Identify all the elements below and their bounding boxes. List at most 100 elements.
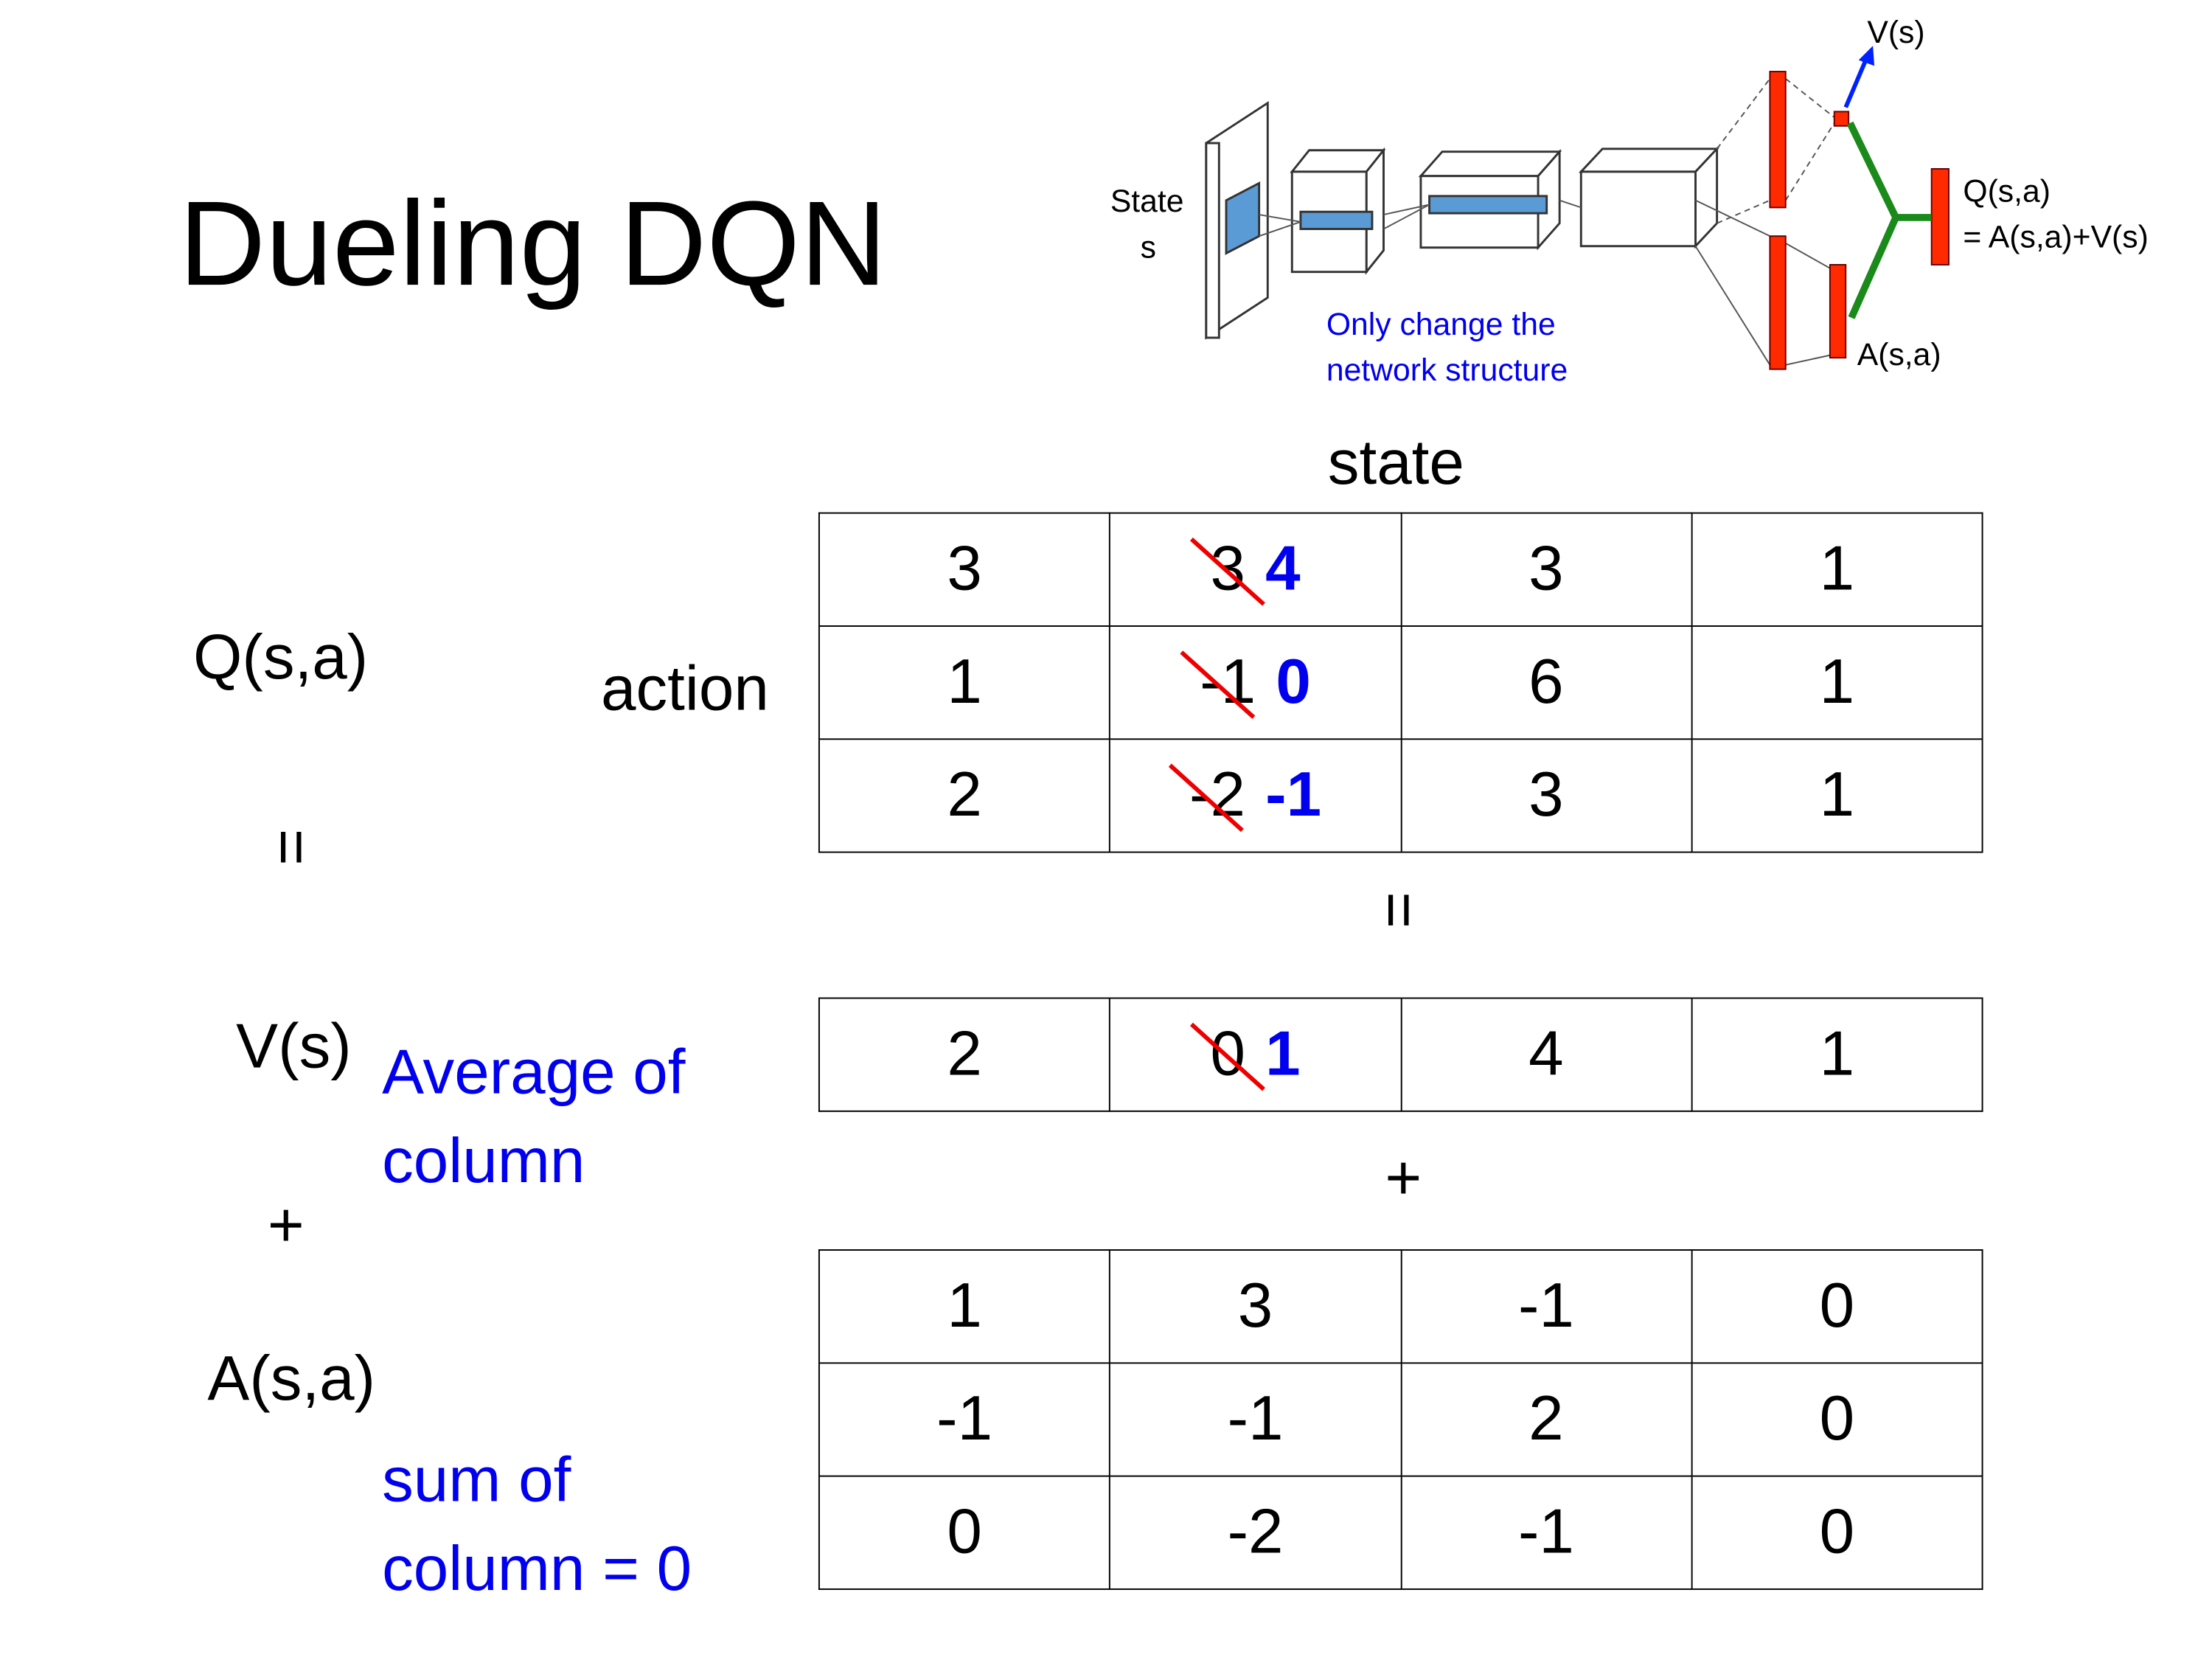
cell-value: 3: [1528, 533, 1564, 604]
table-cell: 1: [1691, 997, 1983, 1112]
cell-value: -1: [1227, 1383, 1284, 1454]
sum-note-line2: column = 0: [382, 1534, 692, 1605]
sum-note-line1: sum of: [382, 1445, 571, 1515]
crossed-out-value: -1: [1200, 647, 1256, 718]
cell-value: 4: [1528, 1018, 1564, 1089]
table-cell: 1: [1691, 738, 1983, 853]
average-note-line1: Average of: [382, 1037, 686, 1108]
cell-value: 1: [947, 647, 982, 718]
cell-value: 3: [1528, 760, 1564, 830]
cell-value: 1: [1819, 1018, 1855, 1089]
cell-value: -1: [1517, 1496, 1574, 1567]
table-cell: -1 0: [1109, 625, 1402, 740]
table-cell: -2: [1109, 1475, 1402, 1590]
q-output: [1930, 168, 1950, 265]
table-cell: -1: [1399, 1475, 1693, 1590]
table-cell: 4: [1399, 997, 1693, 1112]
slide-title: Dueling DQN: [178, 176, 887, 311]
cell-value: 1: [1819, 647, 1855, 718]
aggregation-lines: [1846, 121, 1932, 319]
crossed-out-value: 3: [1210, 533, 1245, 604]
table-cell: 2: [818, 997, 1111, 1112]
cell-value: -2: [1227, 1496, 1284, 1567]
a-table: 1 3 -1 0 -1 -1 2 0 0 -2 -1 0: [818, 1249, 1983, 1590]
cell-value: 0: [1819, 1271, 1855, 1341]
dueling-network-diagram: State s V(s) Q(s,a) = A(s,a)+V(s) A(s,a)…: [1110, 15, 2149, 388]
table-cell: 1: [818, 625, 1111, 740]
action-axis-label: action: [601, 653, 769, 724]
table-cell: 0: [1691, 1475, 1983, 1590]
table-cell: -1: [818, 1362, 1111, 1477]
plus-sign-center: +: [1385, 1143, 1422, 1214]
table-row: 1 -1 0 6 1: [818, 625, 1983, 740]
conv-layer-3: [1579, 170, 1697, 248]
cell-value: 3: [947, 533, 982, 604]
table-cell: 0: [1691, 1249, 1983, 1364]
cell-value: -1: [1517, 1271, 1574, 1341]
cell-value: 6: [1528, 647, 1564, 718]
table-cell: 1: [1691, 512, 1983, 627]
table-cell: 3: [1399, 512, 1693, 627]
updated-value: -1: [1265, 760, 1322, 830]
state-axis-label: state: [1327, 428, 1464, 499]
a-label: A(s,a): [1857, 337, 1941, 372]
a-row-label: A(s,a): [207, 1344, 376, 1414]
q-row-label: Q(s,a): [192, 622, 369, 693]
note-line1: Only change the: [1326, 307, 1556, 342]
v-label: V(s): [1867, 15, 1924, 50]
v-row-label: V(s): [236, 1011, 352, 1083]
crossed-out-value: -2: [1189, 760, 1245, 830]
updated-value: 1: [1265, 1018, 1301, 1089]
equals-sign-center: =: [1363, 892, 1434, 929]
equals-sign-left: =: [256, 828, 327, 866]
table-cell: 0: [818, 1475, 1111, 1590]
cell-value: 1: [947, 1271, 982, 1341]
table-cell: 0: [1691, 1362, 1983, 1477]
cell-value: 1: [1819, 760, 1855, 830]
updated-value: 4: [1265, 533, 1301, 604]
table-cell: 3: [1109, 1249, 1402, 1364]
cell-value: 0: [1819, 1383, 1855, 1454]
table-cell: -1: [1399, 1249, 1693, 1364]
table-cell: 3: [1399, 738, 1693, 853]
cell-value: -1: [936, 1383, 993, 1454]
table-cell: 1: [1691, 625, 1983, 740]
advantage-output: [1829, 264, 1847, 359]
cell-value: 1: [1819, 533, 1855, 604]
value-output: [1833, 111, 1850, 127]
q-label: Q(s,a): [1963, 174, 2051, 209]
cell-value: 2: [947, 1018, 982, 1089]
state-sub-label: s: [1141, 229, 1156, 265]
state-label: State: [1110, 184, 1184, 219]
average-note-line2: column: [382, 1126, 585, 1197]
table-cell: -1: [1109, 1362, 1402, 1477]
table-cell: 3: [818, 512, 1111, 627]
cell-value: 2: [1528, 1383, 1564, 1454]
plus-sign-left: +: [267, 1190, 305, 1261]
table-cell: 6: [1399, 625, 1693, 740]
value-arrow: [1843, 46, 1875, 108]
q-formula: = A(s,a)+V(s): [1963, 220, 2148, 255]
note-line2: network structure: [1326, 353, 1568, 388]
table-row: 0 -2 -1 0: [818, 1475, 1983, 1590]
cell-value: 0: [947, 1496, 982, 1567]
table-row: 2 -2 -1 3 1: [818, 738, 1983, 853]
crossed-out-value: 0: [1210, 1018, 1245, 1089]
table-cell: -2 -1: [1109, 738, 1402, 853]
updated-value: 0: [1276, 647, 1311, 718]
cell-value: 0: [1819, 1496, 1855, 1567]
cell-value: 2: [947, 760, 982, 830]
table-cell: 2: [1399, 1362, 1693, 1477]
cell-value: 3: [1237, 1271, 1273, 1341]
table-row: 1 3 -1 0: [818, 1249, 1983, 1364]
table-cell: 1: [818, 1249, 1111, 1364]
fc-layer-advantage: [1769, 235, 1787, 370]
table-row: -1 -1 2 0: [818, 1362, 1983, 1477]
fc-layer-value: [1769, 71, 1787, 209]
